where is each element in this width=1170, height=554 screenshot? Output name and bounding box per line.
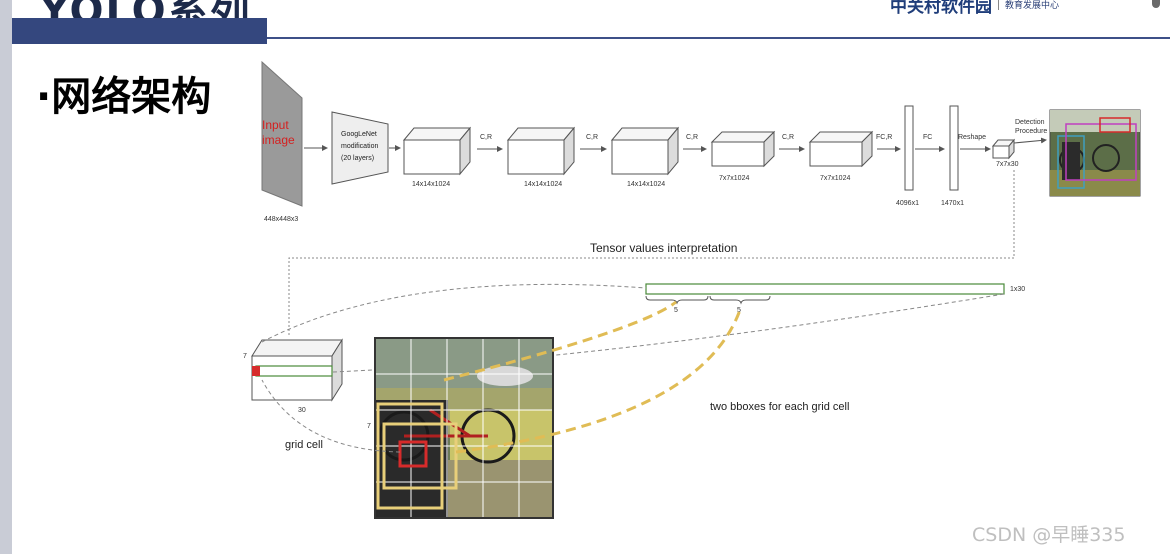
arrow-label-5: FC,R bbox=[876, 134, 892, 141]
responsible-grid-cell bbox=[398, 440, 428, 468]
googlenet-block bbox=[331, 111, 389, 185]
googlenet-line3: (20 layers) bbox=[341, 155, 374, 162]
header-accent-bar bbox=[12, 18, 267, 44]
vector-brace-2 bbox=[709, 295, 771, 305]
org-logo-subtitle: 教育发展中心 bbox=[1005, 0, 1060, 11]
arrow-label-7: Reshape bbox=[958, 134, 986, 141]
arrow-label-4: C,R bbox=[782, 134, 794, 141]
left-border-strip bbox=[0, 0, 12, 554]
vector-seg2-label: 5 bbox=[737, 307, 741, 314]
conv-block-4 bbox=[710, 130, 776, 168]
org-logo-separator bbox=[998, 0, 999, 10]
csdn-watermark: CSDN @早睡335 bbox=[972, 524, 1126, 546]
conv-block-3-size: 14x14x1024 bbox=[627, 181, 665, 188]
cube-dim-depth: 30 bbox=[298, 407, 306, 414]
org-logo-name: 中关村软件园 bbox=[890, 0, 992, 17]
tensor-vector-size: 1x30 bbox=[1010, 286, 1025, 293]
conv-block-3 bbox=[610, 126, 680, 176]
grid-photo bbox=[374, 337, 554, 519]
bbox-explanation-label: two bboxes for each grid cell bbox=[710, 401, 849, 413]
output-tensor-cube bbox=[991, 138, 1016, 160]
detection-label-line1: Detection bbox=[1015, 119, 1045, 126]
conv-block-1-size: 14x14x1024 bbox=[412, 181, 450, 188]
bbox-to-vector-dashed-2 bbox=[455, 309, 742, 454]
output-size-label: 7x7x30 bbox=[996, 161, 1019, 168]
tensor-connector-dotted bbox=[288, 170, 1015, 336]
tensor-vector-1x30 bbox=[645, 283, 1005, 295]
tensor-interpretation-title: Tensor values interpretation bbox=[590, 241, 737, 255]
googlenet-line2: modification bbox=[341, 143, 378, 150]
fc2-bar bbox=[949, 105, 959, 191]
cube-dim-height: 7 bbox=[243, 353, 247, 360]
conv-block-2-size: 14x14x1024 bbox=[524, 181, 562, 188]
header-divider-line bbox=[267, 37, 1170, 39]
conv-block-5 bbox=[808, 130, 874, 168]
arrow-label-6: FC bbox=[923, 134, 932, 141]
input-label-line1: Input bbox=[262, 118, 289, 132]
vector-brace-1 bbox=[645, 295, 709, 305]
arrow-output-to-detection bbox=[1013, 137, 1047, 144]
vector-seg1-label: 5 bbox=[674, 307, 678, 314]
cube-to-vector-dashed-1 bbox=[261, 283, 647, 343]
grid-tensor-cube bbox=[251, 338, 343, 402]
fc1-size-label: 4096x1 bbox=[896, 200, 919, 207]
grid-cell-label: grid cell bbox=[285, 439, 323, 451]
section-title: ·网络架构 bbox=[36, 74, 212, 120]
fc2-size-label: 1470x1 bbox=[941, 200, 964, 207]
input-size-label: 448x448x3 bbox=[264, 216, 298, 223]
bbox-1 bbox=[376, 402, 444, 510]
input-image-slab bbox=[261, 60, 303, 207]
googlenet-line1: GoogLeNet bbox=[341, 131, 377, 138]
arrow-label-3: C,R bbox=[686, 134, 698, 141]
detection-label-line2: Procedure bbox=[1015, 128, 1047, 135]
detection-result-image bbox=[1049, 109, 1141, 197]
grid-dim-label: 7 bbox=[367, 423, 371, 430]
conv-block-5-size: 7x7x1024 bbox=[820, 175, 850, 182]
arrow-label-1: C,R bbox=[480, 134, 492, 141]
gridcell-to-cube-dashed bbox=[261, 379, 401, 453]
arrow-label-2: C,R bbox=[586, 134, 598, 141]
org-logo: 中关村软件园 教育发展中心 bbox=[890, 0, 1060, 17]
conv-block-2 bbox=[506, 126, 576, 176]
bbox-2 bbox=[382, 422, 458, 490]
input-label-line2: image bbox=[262, 133, 295, 147]
logo-dot-icon bbox=[1152, 0, 1160, 8]
fc1-bar bbox=[904, 105, 914, 191]
bbox-to-vector-dashed-1 bbox=[443, 300, 677, 382]
conv-block-1 bbox=[402, 126, 472, 176]
conv-block-4-size: 7x7x1024 bbox=[719, 175, 749, 182]
